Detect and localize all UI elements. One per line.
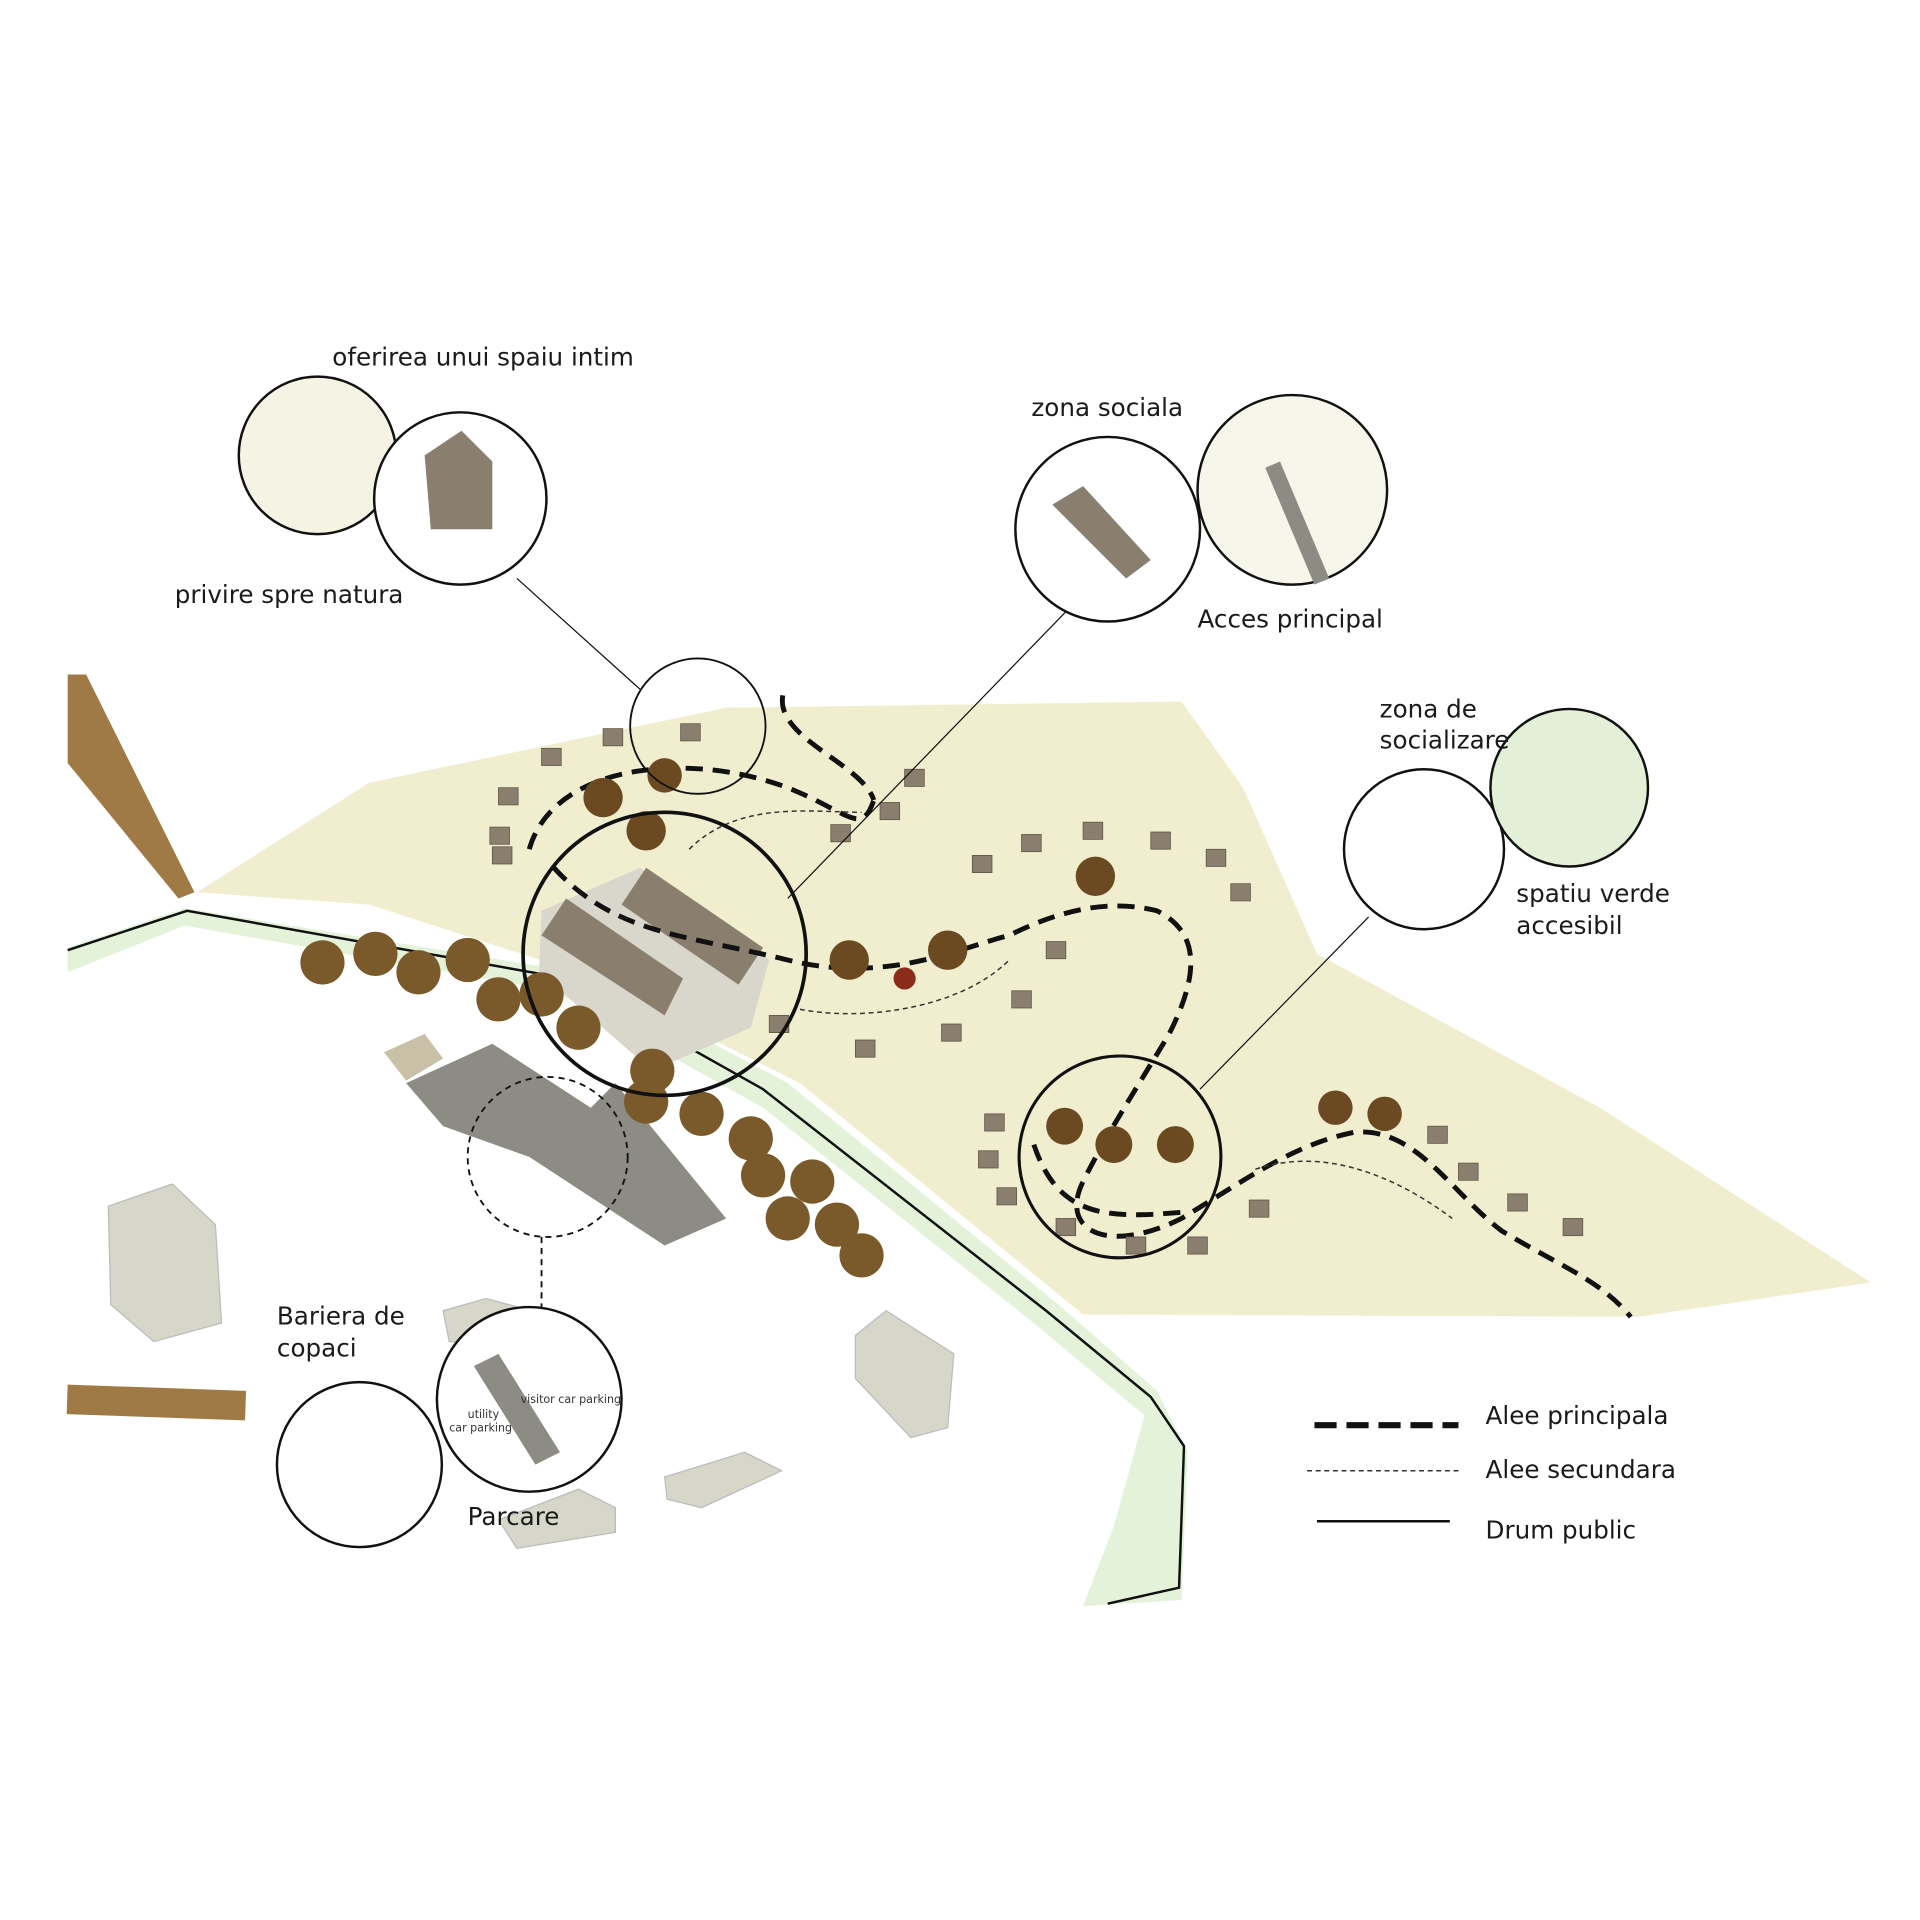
- label-main-access: Acces principal: [1198, 605, 1383, 634]
- label-intimate-space: oferirea unui spaiu intim: [332, 343, 634, 372]
- parking-shed: [384, 1033, 444, 1081]
- label-green-space-1: spatiu verde: [1516, 879, 1670, 908]
- site-land: [196, 701, 1871, 1317]
- legend-secondary-alley: Alee secundara: [1486, 1455, 1676, 1484]
- cabins: [489, 723, 1584, 1255]
- legend: Alee principala Alee secundara Drum publ…: [1307, 1401, 1676, 1544]
- label-visitor-parking: visitor car parking: [521, 1393, 621, 1406]
- existing-building: [663, 1451, 783, 1509]
- existing-building: [854, 1310, 955, 1439]
- hedge-strip-bottom: [66, 1384, 247, 1421]
- existing-building: [497, 1488, 616, 1549]
- label-tree-barrier-1: Bariera de: [277, 1301, 405, 1330]
- label-nature-view: privire spre natura: [175, 580, 404, 609]
- label-socializing-zone-1: zona de: [1380, 695, 1477, 724]
- label-utility-parking-2: car parking: [449, 1421, 512, 1434]
- label-parking: Parcare: [468, 1502, 560, 1531]
- tree-barrier: [300, 931, 884, 1278]
- label-tree-barrier-2: copaci: [277, 1333, 357, 1362]
- detail-bubble-main-access: [1196, 393, 1389, 586]
- parking-lot: [406, 1043, 727, 1246]
- public-road-line: [67, 909, 1186, 1605]
- detail-bubble-nature-view: [237, 375, 398, 536]
- main-alley-paths: [526, 694, 1633, 1319]
- hedge-strip-top: [67, 674, 195, 899]
- label-utility-parking-1: utility: [468, 1408, 500, 1421]
- detail-bubble-parking: [435, 1305, 623, 1493]
- label-socializing-zone-2: socializare: [1380, 725, 1510, 754]
- detail-bubbles: [237, 375, 1650, 1549]
- detail-bubble-green-space: [1342, 768, 1506, 931]
- label-social-zone: zona sociala: [1031, 393, 1183, 422]
- label-green-space-2: accesibil: [1516, 911, 1622, 940]
- site-trees: [583, 758, 1402, 1164]
- detail-bubble-tree-barrier: [275, 1380, 444, 1549]
- legend-main-alley: Alee principala: [1486, 1401, 1669, 1430]
- public-road-strip: [67, 908, 1188, 1607]
- detail-bubble-socializing: [1489, 707, 1650, 868]
- existing-building: [107, 1183, 223, 1343]
- legend-public-road: Drum public: [1486, 1515, 1637, 1544]
- focus-circles: [466, 578, 1370, 1311]
- secondary-alley-paths: [688, 810, 1453, 1220]
